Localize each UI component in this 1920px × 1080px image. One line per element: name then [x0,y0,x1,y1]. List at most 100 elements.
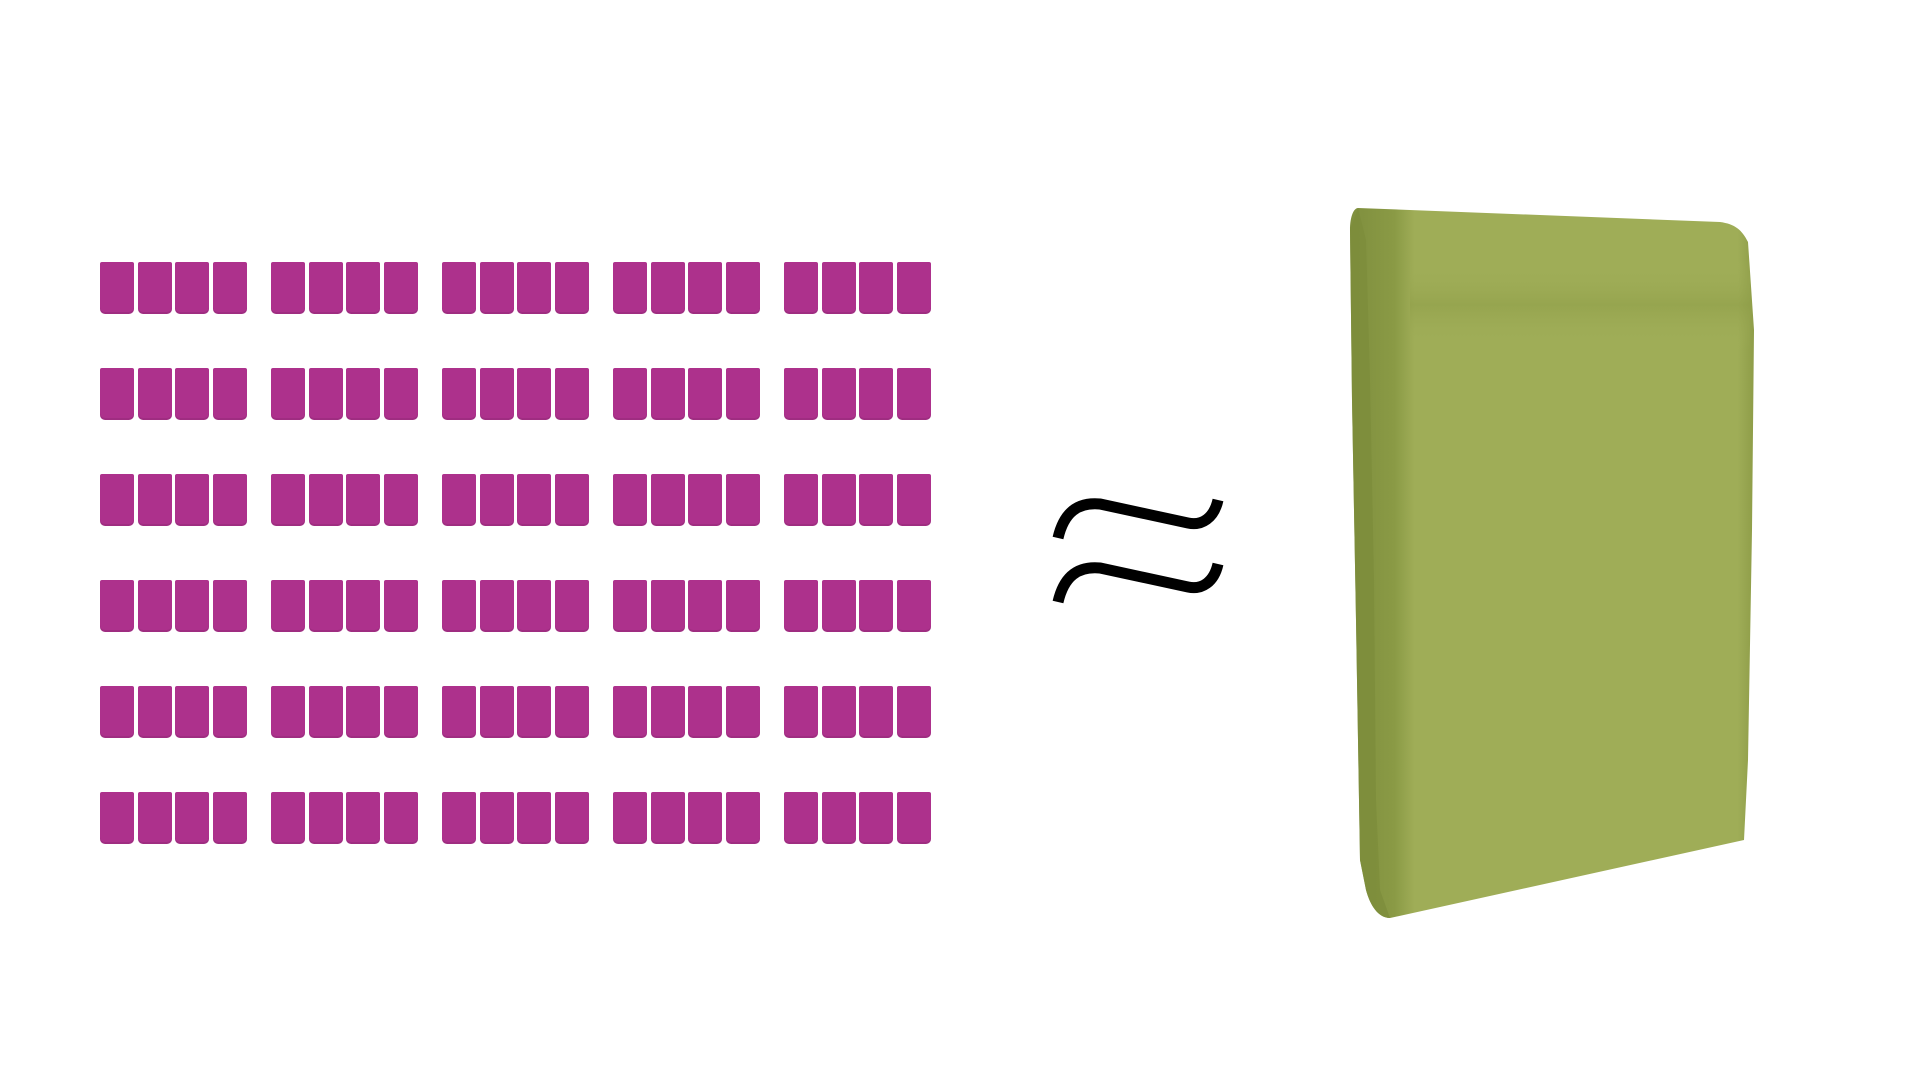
unit-block [383,686,418,738]
unit-block [442,792,476,844]
unit-group [784,474,932,526]
unit-block [383,368,418,420]
unit-block [212,580,247,632]
unit-block [100,474,134,526]
unit-block [896,686,931,738]
unit-block [137,262,172,314]
unit-block [346,368,380,420]
unit-block [725,580,760,632]
unit-block [784,580,818,632]
unit-group [100,368,248,420]
unit-group [784,792,932,844]
unit-group [784,368,932,420]
unit-block [650,262,685,314]
unit-block [517,686,551,738]
unit-block [137,686,172,738]
unit-block [346,792,380,844]
unit-group [613,262,761,314]
grid-row [100,474,940,526]
unit-block [859,686,893,738]
unit-block [212,792,247,844]
unit-block [212,474,247,526]
unit-block [688,792,722,844]
unit-block [212,262,247,314]
unit-block [613,368,647,420]
unit-block [442,580,476,632]
unit-block [517,580,551,632]
unit-block [821,580,856,632]
unit-block [784,686,818,738]
unit-block [650,792,685,844]
unit-block [859,474,893,526]
unit-block [725,792,760,844]
unit-grid [100,262,940,847]
unit-block [383,580,418,632]
unit-block [175,792,209,844]
unit-block [554,580,589,632]
unit-block [725,368,760,420]
unit-block [100,580,134,632]
unit-block [137,368,172,420]
unit-block [308,474,343,526]
unit-group [613,474,761,526]
grid-row [100,262,940,314]
unit-block [613,792,647,844]
unit-block [137,580,172,632]
unit-block [100,686,134,738]
unit-block [212,686,247,738]
unit-block [688,686,722,738]
unit-group [442,580,590,632]
unit-group [442,262,590,314]
unit-block [346,686,380,738]
unit-block [650,686,685,738]
unit-block [175,686,209,738]
unit-block [725,474,760,526]
unit-group [271,474,419,526]
grid-row [100,686,940,738]
unit-block [442,474,476,526]
unit-block [650,368,685,420]
unit-block [346,580,380,632]
unit-block [688,580,722,632]
unit-group [271,368,419,420]
unit-block [442,368,476,420]
aggregate-block [1350,208,1754,918]
unit-block [479,262,514,314]
unit-block [479,580,514,632]
unit-block [613,686,647,738]
unit-block [554,792,589,844]
grid-row [100,368,940,420]
unit-block [137,792,172,844]
unit-block [271,368,305,420]
unit-block [725,686,760,738]
unit-block [896,262,931,314]
unit-block [100,368,134,420]
unit-block [383,262,418,314]
unit-block [308,580,343,632]
unit-block [271,686,305,738]
unit-block [613,262,647,314]
unit-block [517,792,551,844]
unit-block [725,262,760,314]
unit-block [442,262,476,314]
unit-block [271,792,305,844]
unit-block [859,792,893,844]
unit-block [100,262,134,314]
unit-block [271,262,305,314]
unit-block [650,474,685,526]
unit-block [554,262,589,314]
unit-block [479,474,514,526]
unit-block [383,792,418,844]
approx-wave-bottom [1052,562,1224,604]
unit-group [271,686,419,738]
unit-block [554,686,589,738]
unit-block [175,580,209,632]
unit-group [784,686,932,738]
unit-block [346,262,380,314]
unit-block [137,474,172,526]
unit-block [308,262,343,314]
unit-block [650,580,685,632]
unit-block [175,262,209,314]
unit-group [442,474,590,526]
